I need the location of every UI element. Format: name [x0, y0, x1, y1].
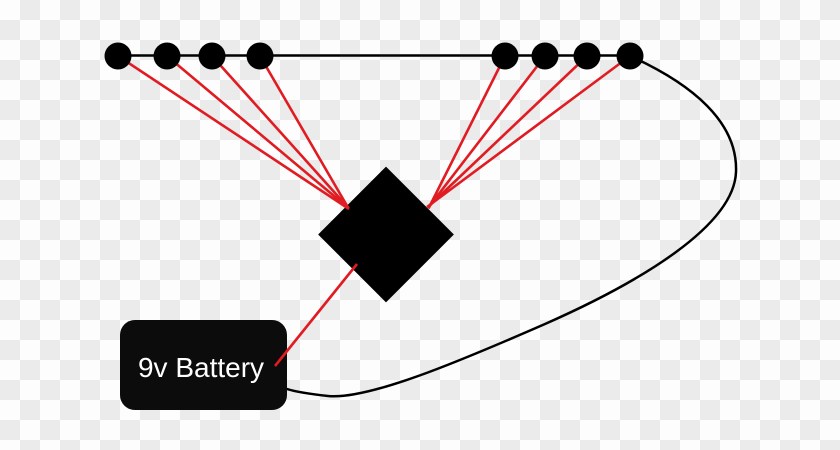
- red-wire-terminal-4: [258, 55, 350, 209]
- return-wire: [285, 54, 738, 398]
- terminals-layer: [104, 42, 644, 70]
- red-wire-terminal-7: [426, 55, 588, 209]
- terminal-dot-2: [153, 42, 181, 70]
- red-wire-terminal-2: [166, 55, 350, 210]
- red-wire-terminal-6: [426, 55, 547, 209]
- terminal-dot-8: [616, 42, 644, 70]
- battery-label: 9v Battery: [138, 352, 264, 383]
- red-wire-battery: [273, 263, 359, 367]
- terminal-dot-4: [246, 42, 274, 70]
- terminal-dot-6: [531, 42, 559, 70]
- terminal-dot-3: [198, 42, 226, 70]
- terminal-dot-7: [573, 42, 601, 70]
- junction-diamond: [318, 166, 454, 303]
- battery: 9v Battery: [120, 320, 287, 410]
- terminal-dot-1: [104, 42, 132, 70]
- terminal-dot-5: [491, 42, 519, 70]
- red-wires-layer: [117, 54, 631, 367]
- battery-box: [120, 320, 287, 410]
- red-wire-terminal-3: [211, 55, 350, 209]
- red-wire-terminal-5: [427, 55, 507, 210]
- red-wire-terminal-8: [426, 54, 631, 209]
- red-wire-terminal-1: [117, 54, 350, 211]
